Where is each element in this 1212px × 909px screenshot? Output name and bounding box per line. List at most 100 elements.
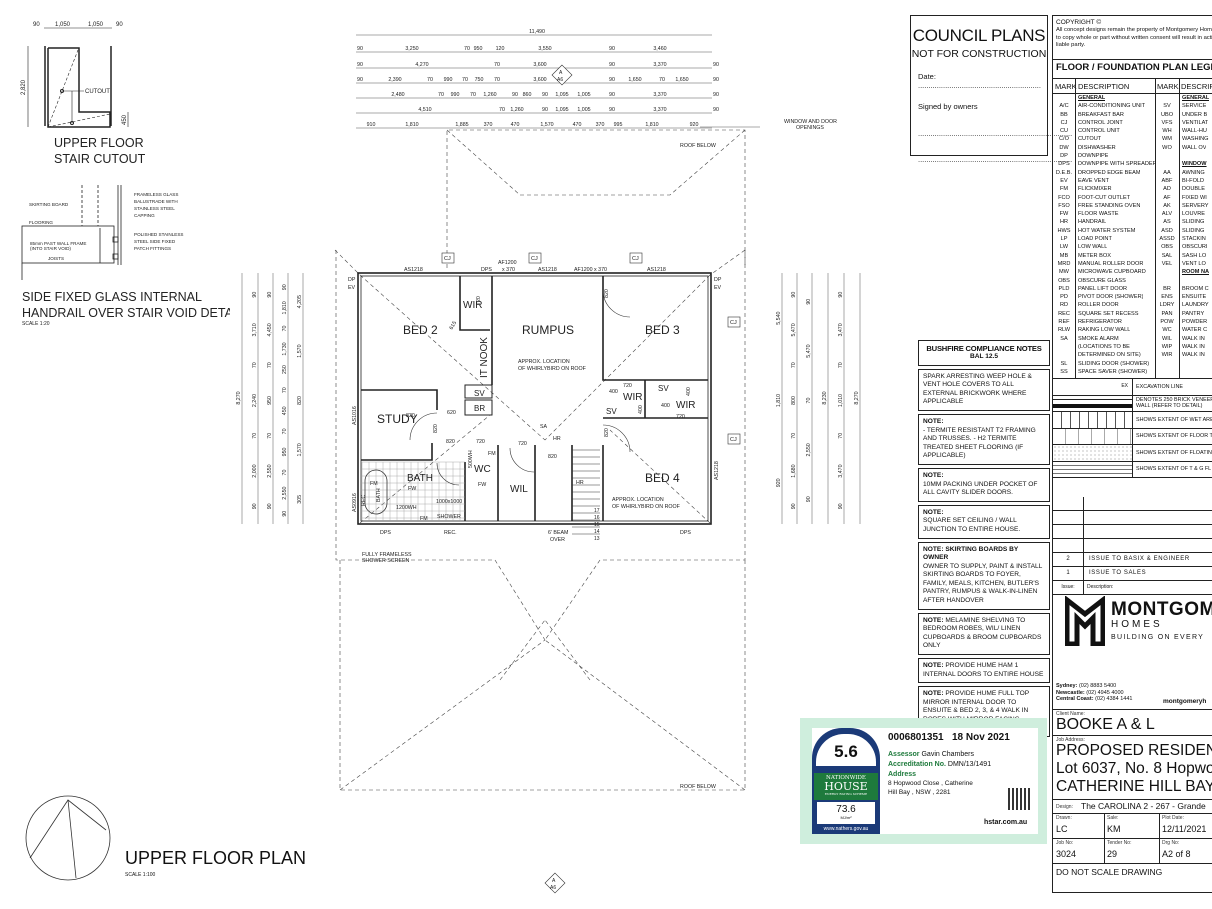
- accred-label: Accreditation No.: [888, 761, 946, 768]
- dimension-label: 70: [252, 433, 258, 439]
- room-bed-2: BED 2: [403, 323, 438, 337]
- dimension-label: 1,570: [297, 443, 303, 456]
- dimension-label: 90: [252, 503, 258, 509]
- legend-desc: HOT WATER SYSTEM: [1078, 227, 1136, 234]
- dimension-label: 990: [451, 92, 460, 98]
- cj-label: CJ: [531, 256, 538, 262]
- legend-desc: MANUAL ROLLER DOOR: [1078, 260, 1144, 267]
- star-rating-badge: 5.6 NATIONWIDE HOUSE ENERGY RATING SCHEM…: [812, 728, 880, 834]
- annotation: 620: [447, 410, 456, 416]
- detail-label: JOISTS: [48, 256, 64, 261]
- dimension-label: 70: [838, 362, 844, 368]
- legend-desc: LOAD POINT: [1078, 236, 1112, 243]
- legend-desc: DROPPED EDGE BEAM: [1078, 169, 1141, 176]
- dimension-label: 1,005: [577, 92, 590, 98]
- dimension-label: 370: [484, 122, 493, 128]
- legend-desc: SQUARE SET RECESS: [1078, 310, 1139, 317]
- legend-mark: WIR: [1161, 352, 1173, 359]
- qr-code-icon: [1008, 788, 1030, 810]
- dim-label: 1,050: [88, 22, 104, 28]
- hatch-swatch: [1053, 428, 1133, 444]
- dimension-label: 5,470: [791, 323, 797, 336]
- legend-mark: VFS: [1161, 119, 1173, 126]
- dimension-label: 920: [690, 122, 699, 128]
- legend-desc: AWNING: [1182, 169, 1205, 176]
- legend-desc: HANDRAIL: [1078, 219, 1107, 226]
- dimension-label: 3,600: [533, 62, 546, 68]
- drg-value: A2 of 8: [1162, 849, 1191, 859]
- dimension-label: 2,550: [806, 443, 812, 456]
- legend-desc: PANEL LIFT DOOR: [1078, 285, 1128, 292]
- dim-label: 90: [116, 22, 123, 28]
- dimension-label: 5,470: [806, 344, 812, 357]
- dimension-label: 3,460: [653, 46, 666, 52]
- hatch-desc: DENOTES 250 BRICK VENEER WALL (REFER TO …: [1136, 396, 1212, 410]
- dimension-label: 90: [713, 62, 719, 68]
- cutout-label: CUTOUT: [85, 89, 110, 95]
- dimension-label: 90: [791, 503, 797, 509]
- annotation: 720: [623, 383, 632, 389]
- dimension-label: 5,540: [776, 311, 782, 324]
- legend-desc: ROLLER DOOR: [1078, 302, 1119, 309]
- sale-label: Sale:: [1107, 815, 1119, 821]
- dimension-label: 1,730: [282, 342, 288, 355]
- dimension-label: 1,095: [555, 107, 568, 113]
- room-bed-3: BED 3: [645, 323, 680, 337]
- legend-desc: LOW WALL: [1078, 244, 1108, 251]
- legend-mark: RD: [1059, 302, 1069, 309]
- legend-mark: AD: [1163, 186, 1171, 193]
- detail-label: BALUSTRADE WITH: [134, 199, 178, 204]
- cj-label: CJ: [730, 437, 737, 443]
- legend-desc: SLIDING DOOR (SHOWER): [1078, 360, 1150, 367]
- star-rating: 5.6: [816, 734, 876, 766]
- handrail-detail-title: SIDE FIXED GLASS INTERNAL: [22, 290, 202, 304]
- company-tagline: BUILDING ON EVERY: [1111, 634, 1205, 641]
- annotation: FULLY FRAMELESS: [362, 552, 412, 558]
- legend-mark: MRD: [1057, 260, 1071, 267]
- dimension-label: 910: [367, 122, 376, 128]
- wet-area-tiles: [361, 461, 465, 521]
- signed-label: Signed by owners: [918, 102, 978, 111]
- legend-desc: CUTOUT: [1078, 136, 1102, 143]
- dimension-label: 8,230: [822, 391, 828, 404]
- dimension-label: 990: [444, 77, 453, 83]
- legend-mark: DPS: [1058, 161, 1070, 168]
- legend-desc: (LOCATIONS TO BE: [1078, 343, 1130, 350]
- dimension-label: 90: [609, 46, 615, 52]
- dimension-label: 90: [609, 92, 615, 98]
- walls: [357, 272, 712, 525]
- montgomery-logo-icon: [1065, 596, 1105, 646]
- council-plans-stamp: COUNCIL PLANS NOT FOR CONSTRUCTION Date:…: [910, 15, 1072, 164]
- dimension-label: 4,205: [297, 295, 303, 308]
- legend-desc: REFRIGERATOR: [1078, 319, 1122, 326]
- dimension-label: 70: [464, 46, 470, 52]
- legend-desc: FOOT-CUT OUTLET: [1078, 194, 1131, 201]
- dimension-label: 70: [462, 77, 468, 83]
- dimension-label: 90: [806, 496, 812, 502]
- col-mark: MARK: [1157, 82, 1179, 91]
- council-subtitle: NOT FOR CONSTRUCTION: [911, 48, 1047, 60]
- room-sv: SV: [606, 407, 617, 416]
- website-link[interactable]: montgomeryh: [1163, 698, 1207, 705]
- dimension-label: 1,650: [628, 77, 641, 83]
- annotation: FM: [370, 481, 378, 487]
- legend-mark: LW: [1060, 244, 1068, 251]
- annotation: OVER: [550, 537, 565, 543]
- annotation: 615: [449, 320, 459, 331]
- detail-label: STEEL SIDE FIXED: [134, 239, 176, 244]
- annotation: 500WH: [468, 450, 474, 468]
- detail-label: PATCH FITTINGS: [134, 246, 171, 251]
